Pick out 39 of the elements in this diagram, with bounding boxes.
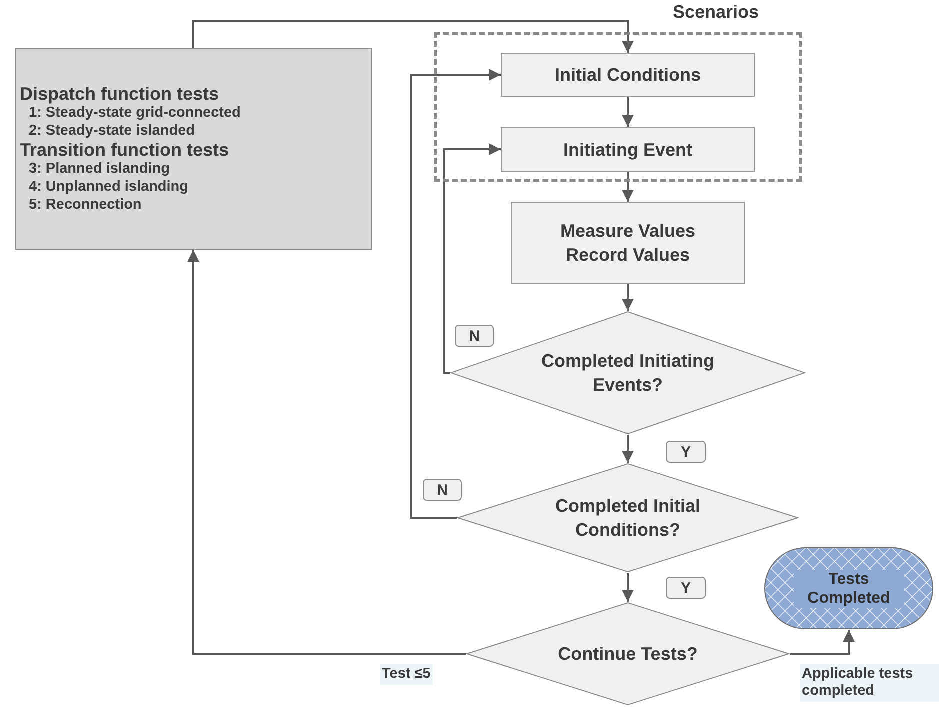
list-item: 3: Planned islanding — [28, 160, 170, 178]
arrow — [410, 69, 501, 519]
edge-label: Test ≤5 — [380, 664, 433, 685]
list-heading: Dispatch function tests — [20, 84, 220, 104]
arrow — [622, 172, 634, 202]
arrow — [622, 97, 634, 127]
arrow — [188, 250, 466, 655]
edge-label: Y — [666, 577, 706, 599]
arrow — [622, 573, 634, 602]
list-heading: Transition function tests — [20, 140, 230, 160]
arrow — [622, 435, 634, 463]
process-text: Initial Conditions — [555, 64, 701, 87]
edge-label: Applicable tests completed — [800, 664, 939, 702]
process-text: Record Values — [566, 244, 690, 267]
arrow — [622, 284, 634, 311]
arrow — [443, 144, 501, 374]
process-box — [501, 53, 755, 97]
test-list-box — [15, 48, 372, 250]
decision-text: Completed Initial Conditions? — [554, 495, 702, 542]
list-item: 4: Unplanned islanding — [28, 178, 189, 196]
group-title: Scenarios — [672, 2, 759, 23]
edge-label: N — [423, 479, 462, 501]
process-text: Initiating Event — [563, 138, 692, 162]
edge-label: Y — [666, 441, 706, 463]
list-item: 2: Steady-state islanded — [28, 122, 195, 140]
decision-text: Continue Tests? — [558, 643, 698, 666]
decision-diamond — [457, 463, 799, 573]
arrow — [790, 630, 855, 655]
terminator-text: Tests Completed — [794, 570, 904, 608]
process-box — [511, 202, 745, 284]
decision-diamond — [450, 311, 806, 435]
edge-label: N — [455, 325, 494, 347]
arrow — [192, 20, 634, 53]
list-item: 1: Steady-state grid-connected — [28, 104, 241, 122]
process-box — [501, 127, 755, 172]
decision-diamond — [466, 602, 790, 706]
decision-text: Completed Initiating Events? — [540, 350, 716, 397]
process-text: Measure Values — [560, 220, 696, 243]
list-item: 5: Reconnection — [28, 196, 142, 214]
